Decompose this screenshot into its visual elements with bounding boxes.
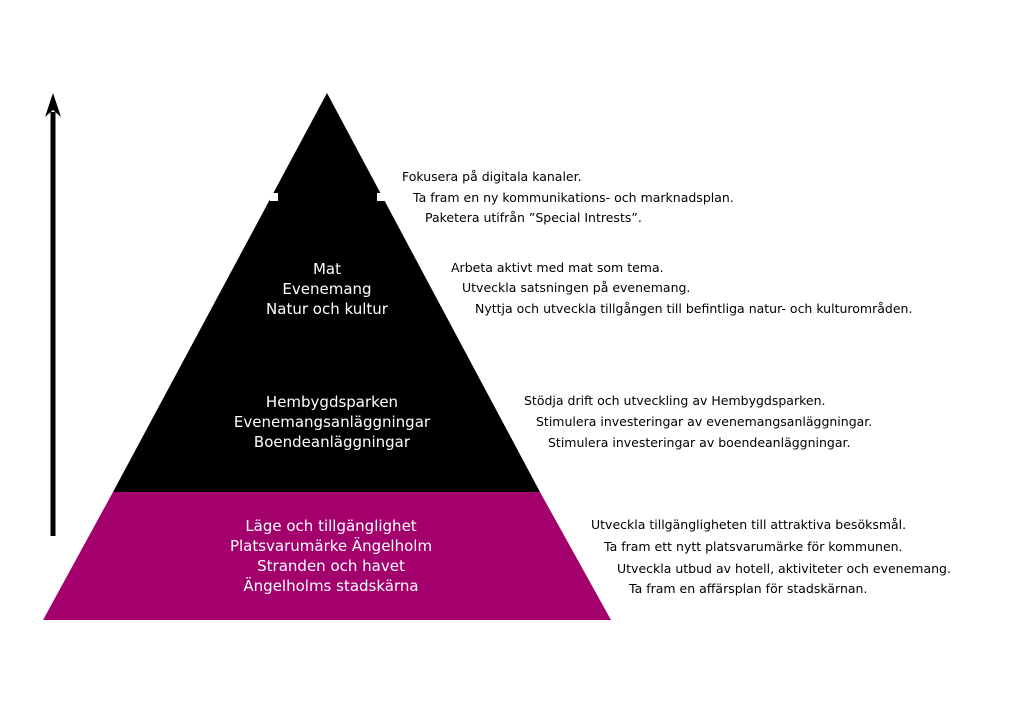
tier-line: Platsvarumärke Ängelholm	[229, 537, 433, 555]
tier-label-hembygd: Hembygdsparken Evenemangsanläggningar Bo…	[234, 392, 430, 452]
action-text: Paketera utifrån ”Special Intrests”.	[425, 210, 642, 225]
action-text: Ta fram en ny kommunikations- och markna…	[413, 190, 734, 205]
pyramid-dark-section	[113, 93, 540, 492]
action-text: Arbeta aktivt med mat som tema.	[451, 260, 664, 275]
tier-line: Ängelholms stadskärna	[243, 577, 419, 595]
arrow-up-icon	[45, 93, 61, 536]
action-text: Stimulera investeringar av boendeanläggn…	[548, 435, 851, 450]
action-text: Ta fram ett nytt platsvarumärke för komm…	[604, 539, 903, 554]
action-text: Nyttja och utveckla tillgången till befi…	[475, 301, 913, 316]
action-text: Ta fram en affärsplan för stadskärnan.	[629, 581, 868, 596]
tier-line: Mat	[312, 260, 342, 278]
tier-label-mat: Mat Evenemang Natur och kultur	[266, 259, 388, 319]
action-text: Utveckla satsningen på evenemang.	[462, 280, 691, 295]
tier-line: Boendeanläggningar	[253, 433, 411, 451]
action-text: Utveckla tillgängligheten till attraktiv…	[591, 517, 907, 532]
tier-line: Evenemang	[282, 280, 372, 298]
tier-line: Läge och tillgänglighet	[245, 517, 417, 535]
tier-line: Stranden och havet	[257, 557, 405, 575]
pyramid-base-section	[43, 492, 611, 620]
tier-line: Natur och kultur	[266, 300, 388, 318]
tier-line: Hembygdsparken	[265, 393, 399, 411]
pyramid-notch-left	[270, 193, 278, 201]
arrow-head	[45, 93, 61, 117]
action-text: Stödja drift och utveckling av Hembygdsp…	[524, 393, 826, 408]
action-text: Utveckla utbud av hotell, aktiviteter oc…	[617, 561, 951, 576]
tier-line: Evenemangsanläggningar	[233, 413, 431, 431]
action-text: Stimulera investeringar av evenemangsanl…	[536, 414, 873, 429]
action-text: Fokusera på digitala kanaler.	[402, 169, 582, 184]
tier-label-base: Läge och tillgänglighet Platsvarumärke Ä…	[230, 516, 432, 596]
pyramid-notch-right	[377, 193, 385, 201]
